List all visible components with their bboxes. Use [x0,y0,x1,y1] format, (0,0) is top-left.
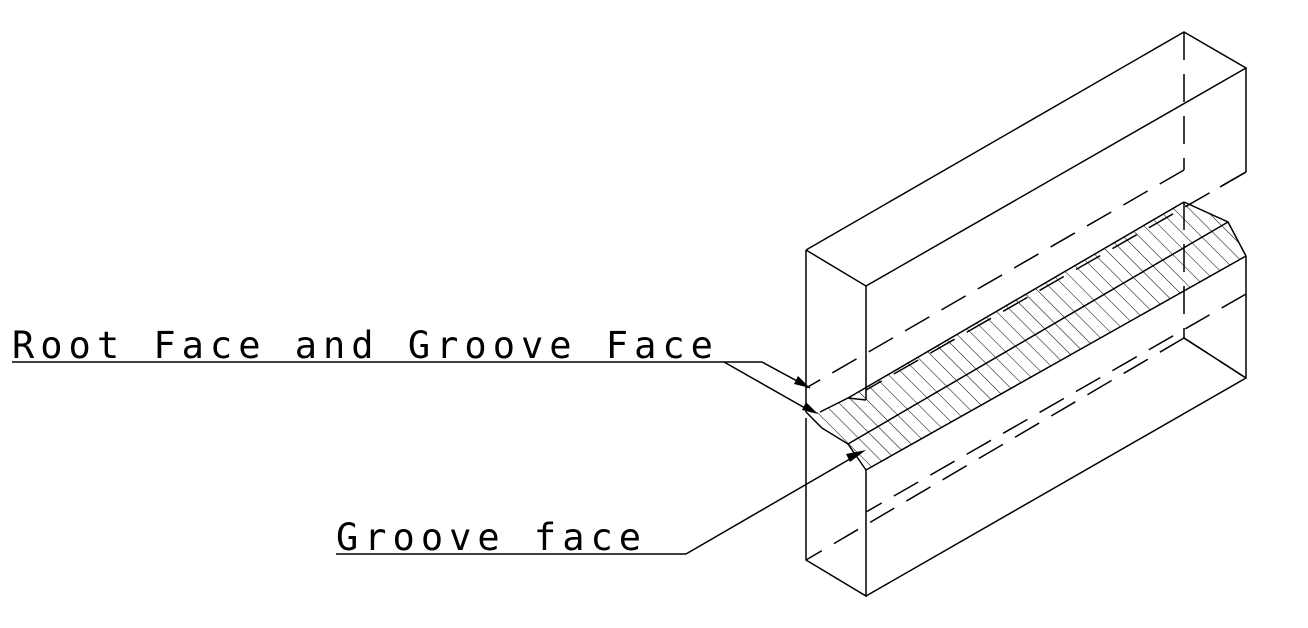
groove-edges [805,201,1247,471]
groove-face-leader [336,451,863,555]
groove-face-label: Groove face [336,516,647,559]
groove-face-hatch [806,202,1246,470]
root-face-arrowhead [794,376,810,388]
groove-face-arrowhead [846,450,866,462]
lower-plate-hidden-lines [805,202,1247,561]
root-face-leader [12,361,813,413]
groove-face-arrowhead-upper [802,402,818,414]
root-face-label: Root Face and Groove Face [12,324,719,367]
